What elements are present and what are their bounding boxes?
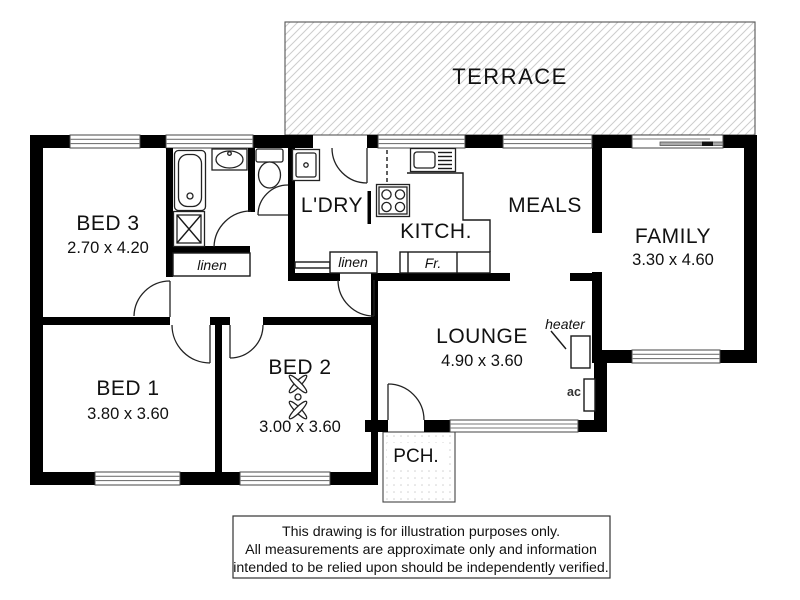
disclaimer-line-1: This drawing is for illustration purpose… — [282, 524, 560, 540]
wall-segment — [330, 472, 378, 485]
bed1-dims: 3.80 x 3.60 — [87, 405, 169, 423]
wall-segment — [367, 135, 378, 148]
fridge-label: Fr. — [425, 255, 442, 271]
door-bathroom — [213, 210, 252, 248]
bed3-dims: 2.70 x 4.20 — [67, 239, 149, 257]
wall-segment — [371, 273, 378, 472]
cabinets — [172, 251, 596, 412]
wall-segment — [140, 135, 166, 148]
wall-wc-laundry — [288, 148, 295, 281]
wall-segment — [720, 350, 757, 363]
linen-cupboard-1 — [172, 252, 251, 277]
window-bed1-bottom — [94, 471, 181, 486]
wall-bath-wc — [248, 148, 255, 212]
wall-laundry-kitchen-stub — [367, 191, 371, 224]
exterior-walls — [30, 135, 757, 485]
wall-lounge-north — [570, 273, 602, 281]
wall-segment — [253, 135, 313, 148]
family-label: FAMILY — [635, 225, 711, 248]
kitchen-sink — [409, 147, 457, 173]
bathtub — [173, 149, 207, 212]
door-front-entry — [387, 383, 425, 421]
wall-segment — [424, 420, 450, 432]
door-laundry-back — [331, 147, 368, 184]
bed3-label: BED 3 — [76, 212, 139, 235]
room-labels: BED 3 2.70 x 4.20 L'DRY KITCH. MEALS FAM… — [67, 194, 714, 436]
door-hallway — [337, 279, 375, 317]
bathroom-basin — [211, 148, 248, 171]
wall-lounge-north — [378, 273, 510, 281]
wall-right — [744, 135, 757, 363]
family-dims: 3.30 x 4.60 — [632, 251, 714, 269]
window-lounge-bottom — [449, 419, 579, 433]
door-bed3 — [133, 280, 171, 317]
wall-left — [30, 135, 43, 485]
wall-bath-south — [166, 246, 250, 253]
wall-bed1-bed2 — [215, 317, 222, 472]
bed2-label: BED 2 — [268, 356, 331, 379]
wall-segment — [592, 135, 632, 148]
kitchen-label: KITCH. — [400, 220, 472, 243]
bed1-label: BED 1 — [96, 377, 159, 400]
meals-label: MEALS — [508, 194, 582, 217]
linen2-label: linen — [338, 254, 368, 270]
wall-lounge-family — [592, 272, 602, 352]
disclaimer-line-3: intended to be relied upon should be ind… — [233, 560, 608, 576]
wall-bed3-bed1 — [43, 317, 170, 325]
laundry-label: L'DRY — [301, 194, 363, 217]
window-bath-top — [165, 134, 254, 149]
fridge-cabinet-row — [399, 251, 491, 274]
door-wc — [257, 184, 289, 216]
fixtures — [172, 147, 491, 420]
wall-segment — [594, 352, 607, 432]
toilet — [255, 148, 284, 189]
wall-bed3-east — [166, 148, 173, 277]
ac-unit — [583, 378, 596, 412]
linen1-label: linen — [197, 257, 227, 273]
porch-label: PCH. — [393, 446, 438, 467]
heater-unit — [550, 330, 591, 369]
window-kitchen-top — [377, 134, 466, 149]
wall-segment — [465, 135, 503, 148]
door-bed2 — [229, 324, 264, 359]
porch-area: PCH. — [382, 431, 456, 503]
disclaimer-box: This drawing is for illustration purpose… — [232, 515, 611, 579]
hall-shelf — [294, 261, 331, 269]
ac-label: ac — [567, 385, 581, 399]
doors — [133, 147, 425, 421]
laundry-trough — [291, 148, 321, 182]
sliding-door-family — [631, 134, 724, 149]
annotations: linen linen Fr. heater ac — [197, 254, 586, 399]
linen-cupboard-2 — [329, 251, 378, 274]
wall-hall-north — [288, 273, 340, 281]
window-bed3-top — [69, 134, 141, 149]
disclaimer-line-2: All measurements are approximate only an… — [245, 542, 597, 558]
wall-hall-south — [263, 317, 378, 325]
wall-segment — [30, 472, 95, 485]
wall-segment — [578, 420, 607, 432]
kitchen-bench — [386, 150, 491, 252]
lounge-label: LOUNGE — [436, 325, 528, 348]
windows — [69, 134, 724, 486]
terrace-area: TERRACE — [284, 21, 756, 136]
shower — [172, 210, 206, 248]
heater-label: heater — [545, 316, 586, 332]
bed2-dims: 3.00 x 3.60 — [259, 418, 341, 436]
wall-segment — [180, 472, 240, 485]
ceiling-fan — [288, 374, 308, 420]
window-family-bottom — [631, 349, 721, 364]
cooktop — [375, 183, 411, 218]
door-bed1 — [171, 324, 211, 364]
window-meals-top — [502, 134, 593, 149]
window-bed2-bottom — [239, 471, 331, 486]
lounge-dims: 4.90 x 3.60 — [441, 352, 523, 370]
wall-meals-family — [592, 148, 602, 233]
interior-walls — [43, 148, 602, 472]
terrace-label: TERRACE — [452, 64, 568, 89]
